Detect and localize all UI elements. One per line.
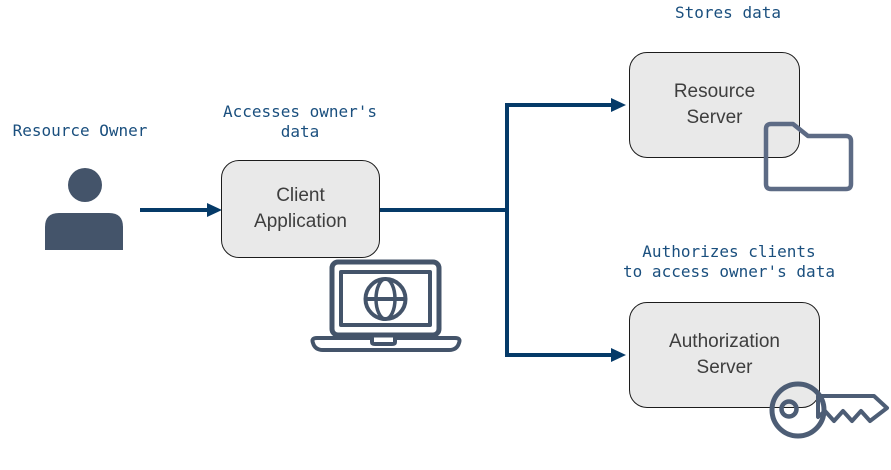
laptop-globe-icon [310,259,462,352]
arrowhead-auth [611,348,626,362]
folder-icon [763,121,854,192]
person-icon [45,168,123,250]
node-client-application: Client Application [221,160,380,258]
person-head [68,168,102,202]
laptop-screen-inner [339,270,432,327]
label-accesses-owners-data: Accesses owner's data [222,102,378,141]
arrowhead-client [207,203,222,217]
person-body [45,213,123,250]
key-shaft [816,394,889,423]
laptop-screen-outer [329,259,442,338]
label-resource-owner: Resource Owner [12,121,148,140]
node-authorization-server: Authorization Server [629,302,820,408]
laptop-base [310,336,462,352]
folder-outline [763,121,854,192]
label-stores-data: Stores data [675,3,781,22]
arrowhead-resource [611,98,626,112]
key-hole [779,399,799,419]
node-resource-server: Resource Server [629,52,800,158]
key-icon [769,381,889,439]
label-authorizes-clients: Authorizes clients to access owner's dat… [623,242,835,281]
globe-meridian [374,277,397,321]
